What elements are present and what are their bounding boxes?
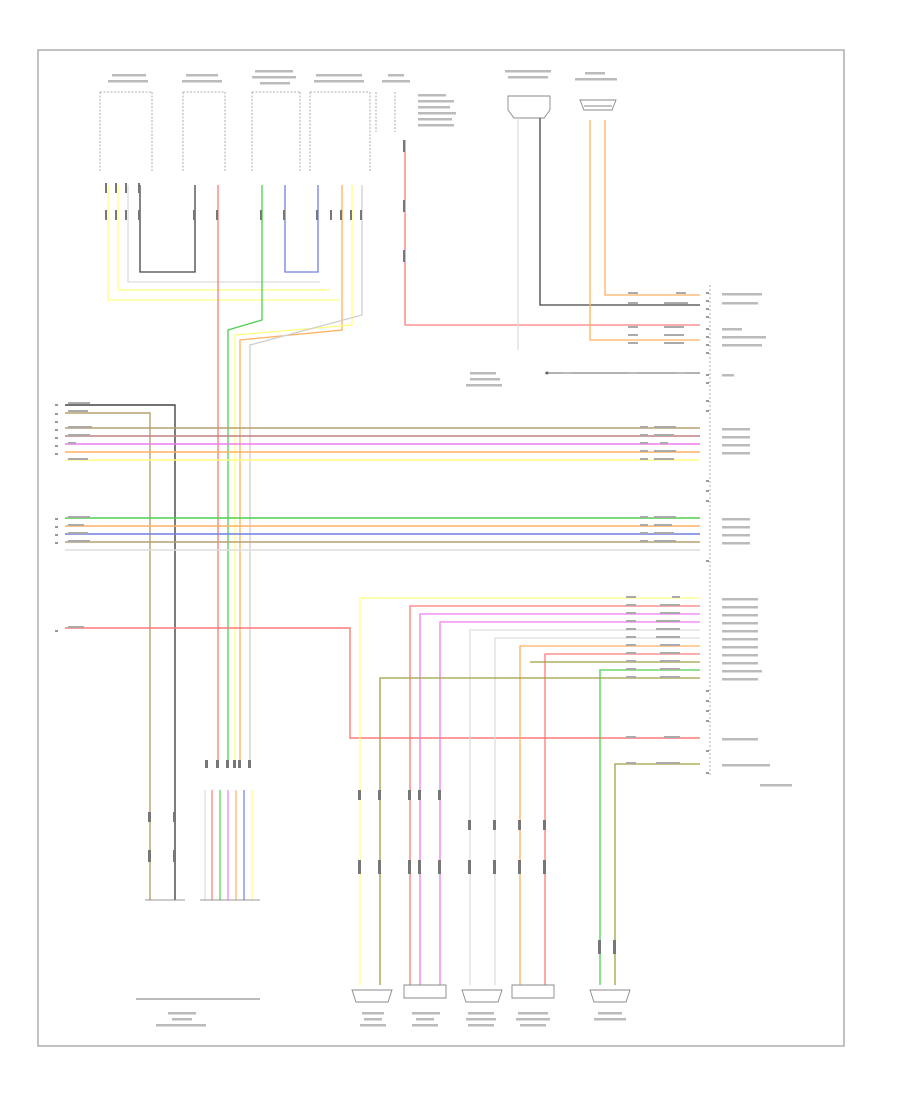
bus-labels bbox=[68, 292, 688, 542]
power-wire bbox=[65, 626, 700, 739]
top-speakers bbox=[507, 95, 617, 119]
ground-line bbox=[545, 371, 700, 375]
bus-group-1 bbox=[65, 404, 700, 900]
top-wire-drops bbox=[107, 118, 700, 760]
bottom-speaker-labels bbox=[360, 1012, 626, 1027]
speaker-wire-labels bbox=[626, 596, 680, 764]
top-component-labels bbox=[108, 70, 617, 127]
top-components bbox=[99, 91, 396, 172]
left-connector-pins bbox=[55, 404, 58, 632]
diagram-frame bbox=[37, 49, 845, 1047]
top-connector-ticks bbox=[105, 140, 405, 262]
module-pin-column bbox=[466, 285, 792, 787]
switch-wires bbox=[204, 790, 253, 900]
lower-connector-ticks bbox=[148, 760, 616, 954]
bus-group-2 bbox=[65, 517, 700, 551]
switch-label bbox=[136, 998, 260, 1027]
bottom-speakers bbox=[351, 984, 631, 1003]
